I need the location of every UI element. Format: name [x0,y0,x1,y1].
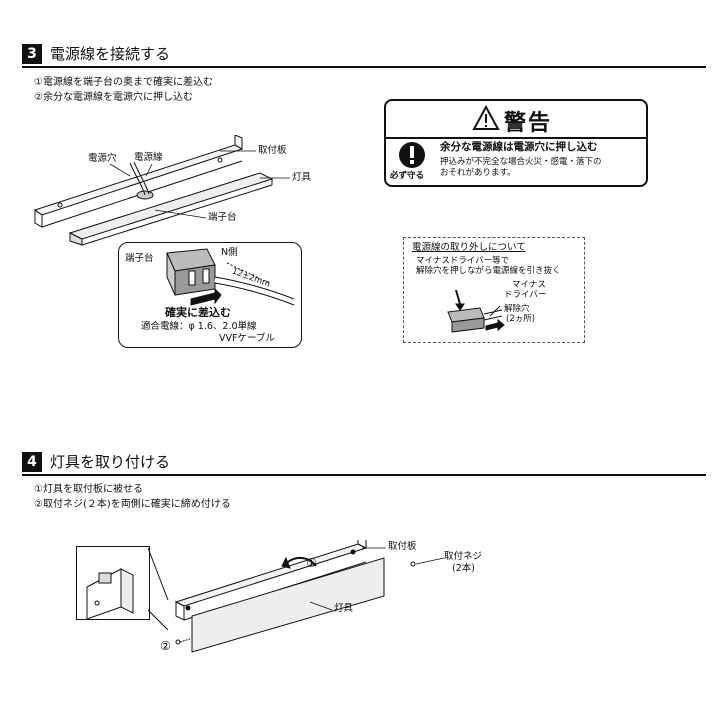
section3-leader-lines [109,150,290,219]
s4-mount-plate-label: 取付板 [388,541,417,552]
warning-triangle-icon [472,105,500,130]
terminal-block-detail-label: 端子台 [125,253,154,264]
warning-box: 警告 必ず守る 余分な電源線は電源穴に押し込む 押込みが不完全な場合火災・感電・… [384,99,648,187]
release-hole-label: 解除穴 [504,304,530,314]
power-cable-label: 電源線 [134,152,163,163]
section4-step2: ②取付ネジ(２本)を両側に確実に締め付ける [34,499,231,510]
mount-plate-label: 取付板 [258,145,287,156]
removal-drawing [447,290,505,333]
section4-title: 灯具を取り付ける [50,453,171,471]
section4-fixture-illustration [148,540,416,653]
warning-body-line1: 押込みが不完全な場合火災・感電・落下の [440,157,602,167]
driver-label-1: マイナス [512,280,546,290]
removal-note-box: 電源線の取り外しについて マイナスドライバー等で 解除穴を押しながら電源線を引き… [403,237,585,343]
vvf-cable-label: VVFケーブル [219,333,275,344]
warning-title-band: 警告 [386,101,646,139]
n-side-label: N側 [221,247,238,258]
section3-header: 3 電源線を接続する [22,44,706,68]
section3-title: 電源線を接続する [50,45,171,63]
section4-leader-lines [309,547,445,611]
step-marker-1: ① [306,556,317,570]
insert-firmly-label: 確実に差込む [165,306,231,319]
terminal-detail-drawing [166,248,296,306]
bracket-detail-box [76,546,150,620]
power-hole-label: 電源穴 [88,153,117,164]
mount-screw-label: 取付ネジ [444,551,483,562]
must-follow-label: 必ず守る [390,171,425,181]
driver-label-2: ドライバー [504,290,547,300]
compatible-wire-label: 適合電線：φ 1.6、2.0単線 [141,321,257,332]
warning-headline: 余分な電源線は電源穴に押し込む [440,141,598,153]
release-count-label: (2ヵ所) [506,314,536,324]
bracket-detail-drawing [86,568,134,620]
section3-step2: ②余分な電源線を電源穴に押し込む [34,92,193,103]
section3-number: 3 [22,44,42,64]
warning-title: 警告 [504,111,553,136]
removal-note-title: 電源線の取り外しについて [412,242,526,253]
s4-fixture-label: 灯具 [334,603,354,614]
section4-header: 4 灯具を取り付ける [22,452,706,476]
fixture-label: 灯具 [292,172,312,183]
terminal-detail-box: 端子台 N側 12±2mm 確実に差込む 適合電線：φ 1.6、2.0単線 VV… [118,242,302,348]
removal-note-line1: マイナスドライバー等で [416,256,510,266]
screw-count-label: (2本) [452,563,475,574]
section4-step1: ①灯具を取付板に被せる [34,484,143,495]
section3-fixture-illustration [33,135,274,246]
terminal-block-label: 端子台 [208,212,237,223]
mandatory-icon [399,142,425,168]
section3-step1: ①電源線を端子台の奥まで確実に差込む [34,77,213,88]
warning-body-line2: おそれがあります。 [440,168,516,178]
removal-note-line2: 解除穴を押しながら電源線を引き抜く [416,266,561,276]
step-marker-2: ② [160,639,171,653]
section4-number: 4 [22,452,42,472]
